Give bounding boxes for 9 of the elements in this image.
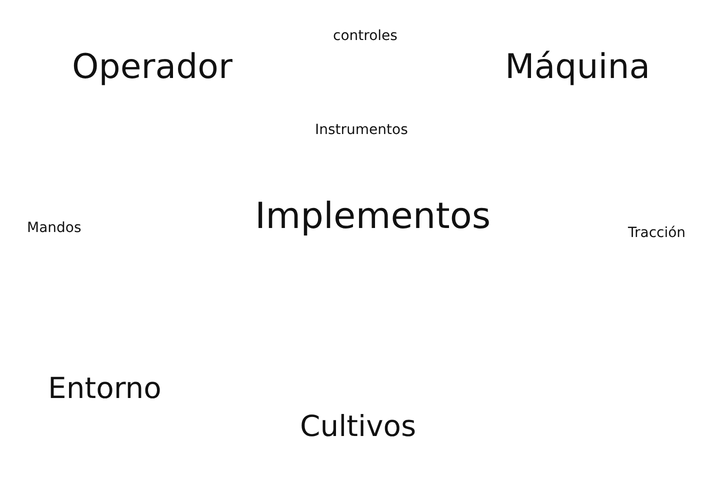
- heading-label: Máquina: [505, 48, 650, 88]
- term-label: Instrumentos: [315, 122, 408, 138]
- heading-label: Operador: [72, 48, 232, 88]
- heading-label: Cultivos: [300, 410, 416, 444]
- term-label: Mandos: [27, 220, 82, 236]
- heading-label: Implementos: [255, 196, 491, 238]
- term-label: Tracción: [628, 225, 686, 242]
- term-label: controles: [333, 28, 398, 44]
- heading-label: Entorno: [48, 372, 162, 406]
